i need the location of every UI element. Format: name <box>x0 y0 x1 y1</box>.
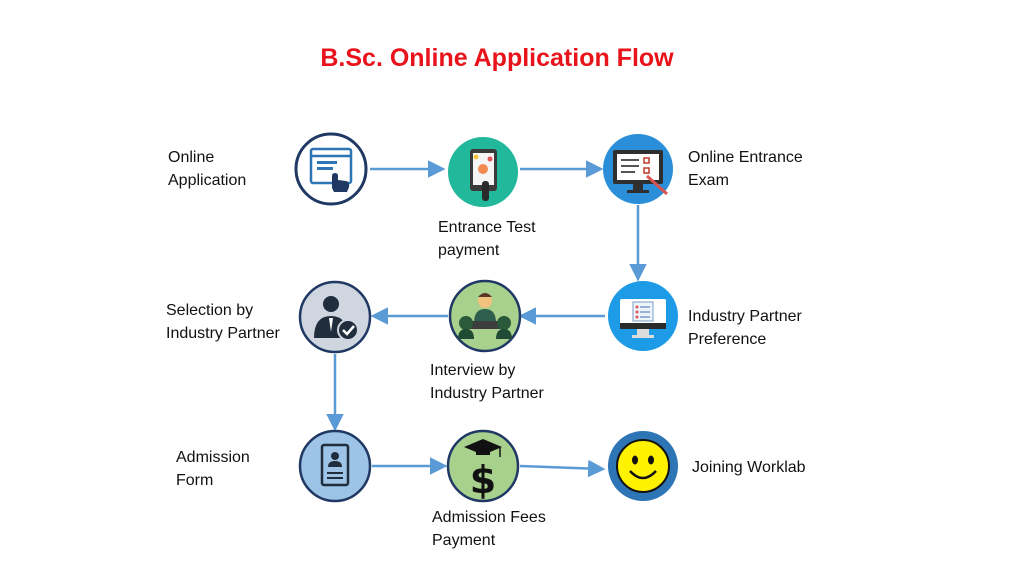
step-interview-line1: Interview by <box>430 362 516 379</box>
monitor-list-icon <box>608 281 678 351</box>
step-admission-form-node <box>298 429 372 503</box>
interview-panel-icon <box>448 279 522 353</box>
step-admission-fees-label: Admission Fees Payment <box>432 506 546 552</box>
step-admission-fees-node: $ <box>446 429 520 503</box>
step-interview-line2: Industry Partner <box>430 385 544 402</box>
step-entrance-test-payment-node <box>446 135 520 209</box>
step-online-entrance-exam-label: Online Entrance Exam <box>688 146 803 192</box>
step-online-application-node <box>294 132 368 206</box>
step-online-entrance-exam-line2: Exam <box>688 172 729 189</box>
step-admission-fees-line1: Admission Fees <box>432 509 546 526</box>
step-joining-worklab-node <box>606 429 680 503</box>
step-online-application-label: Online Application <box>168 146 246 192</box>
step-online-application-line1: Online <box>168 149 215 166</box>
step-entrance-test-payment-line1: Entrance Test <box>438 219 536 236</box>
graduation-dollar-icon: $ <box>446 429 520 503</box>
step-admission-form-line1: Admission <box>176 449 250 466</box>
step-industry-partner-preference-node <box>606 279 680 353</box>
step-admission-fees-line2: Payment <box>432 532 496 549</box>
arrow-fees-to-worklab <box>519 459 606 478</box>
svg-text:$: $ <box>470 458 496 502</box>
person-check-icon <box>298 280 372 354</box>
step-industry-partner-preference-label: Industry Partner Preference <box>688 305 802 351</box>
step-entrance-test-payment-label: Entrance Test payment <box>438 216 536 262</box>
step-entrance-test-payment-line2: payment <box>438 242 500 259</box>
step-joining-worklab-label: Joining Worklab <box>692 456 806 479</box>
step-joining-worklab-line1: Joining Worklab <box>692 459 806 476</box>
step-admission-form-label: Admission Form <box>176 446 250 492</box>
web-form-hand-icon <box>294 132 368 206</box>
step-selection-node <box>298 280 372 354</box>
step-admission-form-line2: Form <box>176 472 214 489</box>
monitor-checklist-icon <box>603 134 673 204</box>
step-selection-line1: Selection by <box>166 302 254 319</box>
smiley-face-icon <box>608 431 678 501</box>
step-online-entrance-exam-line1: Online Entrance <box>688 149 803 166</box>
step-interview-label: Interview by Industry Partner <box>430 359 544 405</box>
id-document-icon <box>298 429 372 503</box>
tablet-payment-icon <box>448 137 518 207</box>
step-industry-partner-preference-line1: Industry Partner <box>688 308 802 325</box>
step-interview-node <box>448 279 522 353</box>
step-online-entrance-exam-node <box>601 132 675 206</box>
step-selection-line2: Industry Partner <box>166 325 280 342</box>
step-industry-partner-preference-line2: Preference <box>688 331 767 348</box>
page-title: B.Sc. Online Application Flow <box>320 44 674 72</box>
step-selection-label: Selection by Industry Partner <box>166 299 280 345</box>
step-online-application-line2: Application <box>168 172 247 189</box>
